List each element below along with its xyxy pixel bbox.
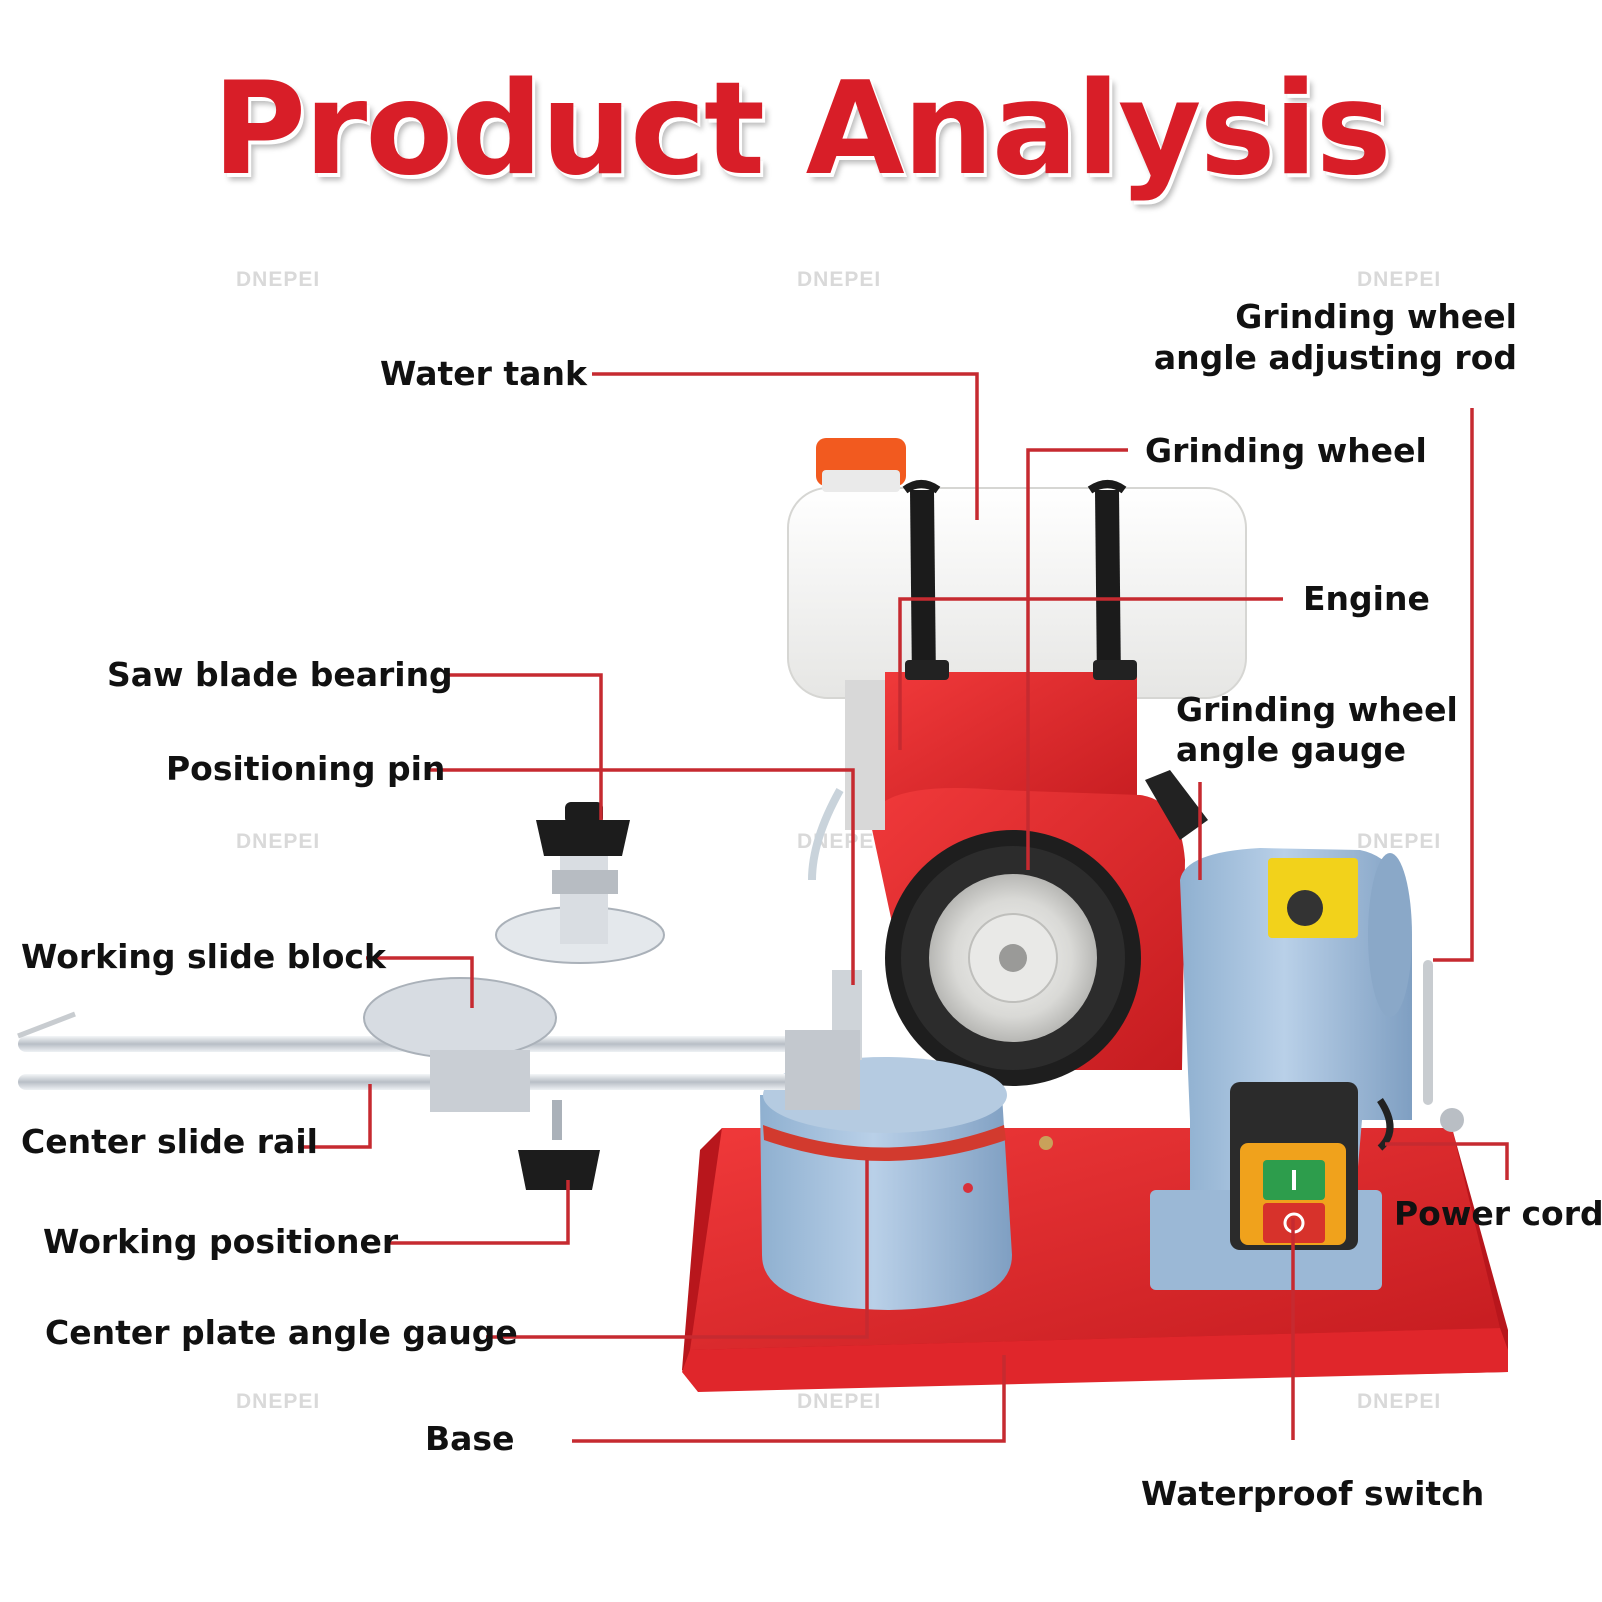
label-engine: Engine [1303, 579, 1430, 618]
leader-line-base [572, 1355, 1006, 1443]
watermark: DNEPEI [1357, 1390, 1442, 1413]
label-working-slide-block: Working slide block [21, 937, 386, 976]
watermark: DNEPEI [236, 1390, 321, 1413]
label-base: Base [425, 1419, 515, 1458]
watermark: DNEPEI [236, 830, 321, 853]
watermark: DNEPEI [1357, 830, 1442, 853]
label-waterproof-switch: Waterproof switch [1141, 1474, 1485, 1513]
leader-line-grinding-wheel [1026, 448, 1128, 870]
watermark: DNEPEI [236, 268, 321, 291]
grinding-wheel-shape [885, 830, 1141, 1086]
waterproof-switch-shape [1230, 1082, 1358, 1250]
label-angle-gauge-line1: Grinding wheel [1176, 690, 1458, 729]
leader-line-saw-blade-bearing [444, 673, 603, 820]
leader-line-water-tank [592, 372, 979, 520]
water-tank-shape [787, 438, 1247, 699]
label-center-slide-rail: Center slide rail [21, 1122, 318, 1161]
label-angle-gauge-line2: angle gauge [1176, 730, 1406, 769]
label-grinding-wheel: Grinding wheel [1145, 431, 1427, 470]
label-angle-rod-line2: angle adjusting rod [1153, 338, 1517, 377]
label-center-plate-angle-gauge: Center plate angle gauge [45, 1313, 518, 1352]
label-water-tank: Water tank [380, 354, 587, 393]
label-positioning-pin: Positioning pin [166, 749, 446, 788]
center-plate-shape [760, 1057, 1012, 1310]
leader-line-center-slide-rail [298, 1084, 372, 1149]
leader-line-engine [898, 597, 1283, 750]
label-saw-blade-bearing: Saw blade bearing [107, 655, 453, 694]
leader-line-working-positioner [386, 1180, 570, 1245]
slide-rails-shape [17, 802, 862, 1190]
label-working-positioner: Working positioner [43, 1222, 399, 1261]
leader-line-center-plate-angle-gauge [486, 1160, 869, 1339]
label-angle-rod-line1: Grinding wheel [1235, 297, 1517, 336]
leader-line-power-cord [1385, 1142, 1509, 1180]
watermark: DNEPEI [1357, 268, 1442, 291]
leader-line-working-slide-block [366, 956, 474, 1008]
leader-line-positioning-pin [428, 768, 855, 985]
watermark: DNEPEI [797, 1390, 882, 1413]
watermark: DNEPEI [797, 268, 882, 291]
page-title: Product Analysis [212, 55, 1391, 204]
leader-line-angle-rod [1433, 408, 1474, 962]
label-power-cord: Power cord [1394, 1194, 1602, 1233]
